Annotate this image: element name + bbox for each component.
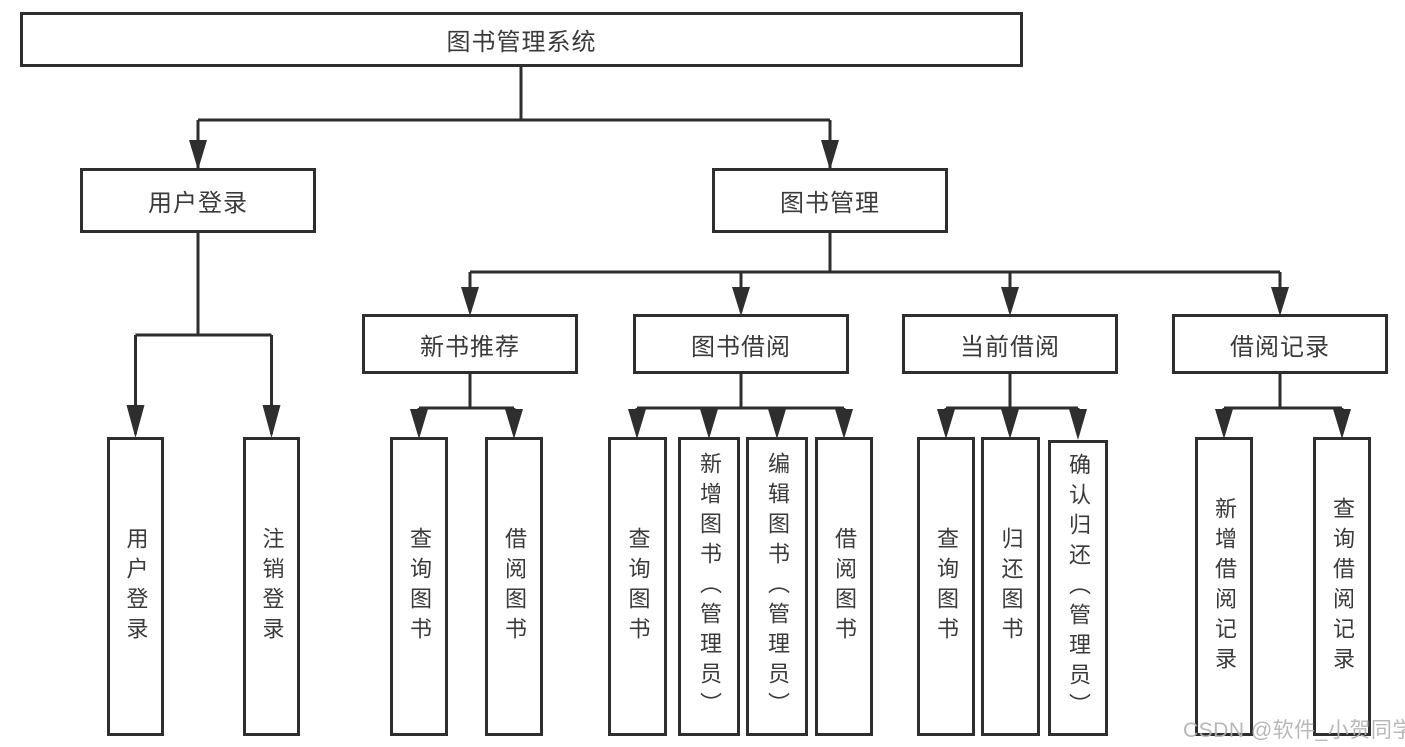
leaf-edit-book-admin-label: 编辑图书（管理员） [765, 451, 790, 722]
node-book-management: 图书管理 [712, 168, 948, 233]
node-user-login: 用户登录 [80, 168, 316, 233]
node-book-borrow-label: 图书借阅 [691, 333, 791, 361]
node-root-system: 图书管理系统 [20, 12, 1023, 67]
leaf-query-books-3: 查询图书 [917, 437, 975, 736]
leaf-confirm-return-admin-label: 确认归还（管理员） [1066, 453, 1091, 723]
leaf-query-borrow-record-label: 查询借阅记录 [1330, 496, 1355, 677]
leaf-confirm-return-admin: 确认归还（管理员） [1048, 440, 1108, 736]
leaf-return-book-label: 归还图书 [998, 526, 1024, 647]
leaf-add-book-admin-label: 新增图书（管理员） [697, 451, 722, 722]
leaf-query-books-3-label: 查询图书 [934, 526, 959, 647]
leaf-return-book: 归还图书 [981, 437, 1040, 736]
node-borrow-record: 借阅记录 [1172, 314, 1388, 374]
node-new-book-recommend: 新书推荐 [362, 314, 578, 374]
arrowheads [126, 140, 1351, 440]
leaf-borrow-books-1: 借阅图书 [485, 437, 543, 736]
leaf-user-login-label: 用户登录 [123, 526, 149, 647]
leaf-query-books-2: 查询图书 [608, 437, 667, 736]
node-new-book-recommend-label: 新书推荐 [420, 333, 520, 361]
node-user-login-label: 用户登录 [148, 190, 248, 217]
leaf-user-login: 用户登录 [107, 437, 164, 736]
leaf-edit-book-admin: 编辑图书（管理员） [746, 437, 808, 736]
leaf-query-borrow-record: 查询借阅记录 [1313, 437, 1371, 736]
leaf-add-borrow-record-label: 新增借阅记录 [1212, 496, 1237, 677]
node-book-borrow: 图书借阅 [633, 314, 849, 374]
leaf-logout: 注销登录 [243, 437, 300, 736]
leaf-query-books-1-label: 查询图书 [407, 526, 432, 647]
leaf-borrow-books-2: 借阅图书 [815, 437, 873, 736]
node-book-management-label: 图书管理 [780, 190, 880, 217]
leaf-add-book-admin: 新增图书（管理员） [678, 437, 740, 736]
csdn-watermark: CSDN @软件_小贺同学 [1183, 719, 1405, 742]
node-current-borrow-label: 当前借阅 [960, 333, 1060, 361]
node-borrow-record-label: 借阅记录 [1230, 333, 1330, 361]
leaf-query-books-1: 查询图书 [390, 437, 448, 736]
node-root-label: 图书管理系统 [446, 29, 597, 56]
leaf-borrow-books-1-label: 借阅图书 [502, 526, 527, 647]
leaf-add-borrow-record: 新增借阅记录 [1195, 437, 1253, 736]
leaf-logout-label: 注销登录 [259, 526, 285, 647]
leaf-query-books-2-label: 查询图书 [625, 526, 651, 647]
leaf-borrow-books-2-label: 借阅图书 [832, 526, 857, 647]
node-current-borrow: 当前借阅 [902, 314, 1118, 374]
